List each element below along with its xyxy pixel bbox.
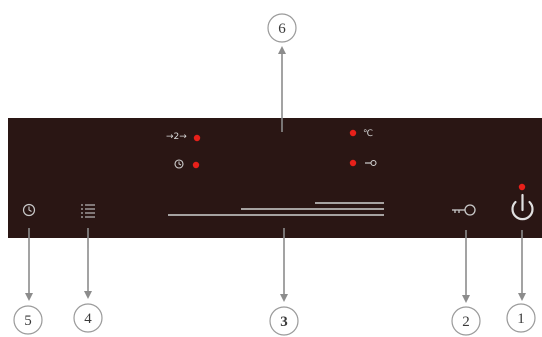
- menu-list-icon: [81, 204, 95, 218]
- clock-icon: [22, 203, 36, 217]
- power-icon: [511, 193, 534, 221]
- key-icon: [452, 204, 476, 216]
- callout-5-label: 5: [24, 313, 32, 329]
- callout-4: 4: [73, 303, 103, 333]
- callout-1-label: 1: [517, 311, 525, 327]
- callout-1: 1: [506, 303, 536, 333]
- temperature-indicator-led: [349, 129, 357, 137]
- callout-2: 2: [451, 306, 481, 336]
- control-panel: [8, 118, 542, 238]
- lock-indicator-led: [349, 159, 357, 167]
- key-lock-button[interactable]: [452, 204, 476, 216]
- celsius-symbol: ℃: [363, 129, 373, 139]
- timer-indicator-led: [192, 161, 200, 169]
- callout-4-label: 4: [84, 311, 92, 327]
- power-button[interactable]: [511, 183, 534, 221]
- callout-2-label: 2: [462, 314, 470, 330]
- timer-indicator-icon: [174, 159, 184, 169]
- callout-arrows: [25, 46, 526, 303]
- menu-button[interactable]: [81, 204, 95, 218]
- slider-control[interactable]: [168, 202, 384, 216]
- callout-6: 6: [267, 13, 297, 43]
- callout-5: 5: [13, 305, 43, 335]
- indicator-lights: →2→ ℃: [166, 129, 377, 169]
- callout-6-label: 6: [278, 21, 286, 37]
- callout-3-label: 3: [280, 314, 288, 330]
- power-status-led: [518, 183, 526, 191]
- boost-indicator-led: [193, 134, 201, 142]
- timer-button[interactable]: [22, 203, 36, 217]
- boost-indicator-symbol: →2→: [166, 132, 187, 142]
- lock-indicator-key-icon: [365, 159, 377, 167]
- callout-3: 3: [269, 306, 299, 336]
